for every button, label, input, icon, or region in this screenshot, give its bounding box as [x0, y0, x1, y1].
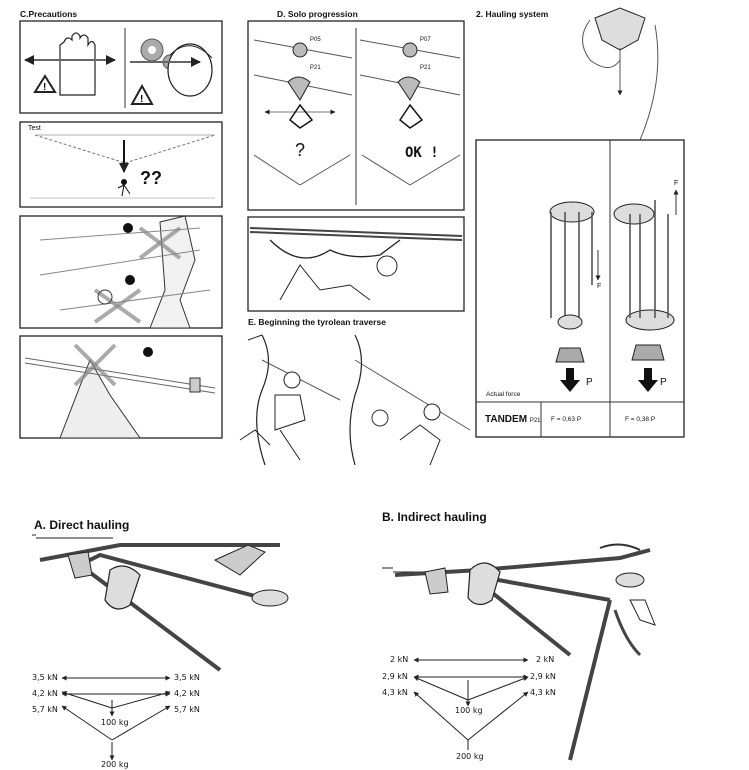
direct-force-r3: 5,7 kN [174, 705, 200, 714]
test-label: Test [28, 125, 41, 132]
load-p-left: P [586, 377, 593, 388]
svg-text:!: ! [43, 82, 46, 93]
indirect-mass-bottom: 200 kg [456, 752, 484, 761]
indirect-force-r1: 2 kN [536, 655, 555, 664]
precautions-panel-3 [19, 215, 223, 329]
direct-force-l2: 4,2 kN [32, 689, 58, 698]
indirect-hauling-title: B. Indirect hauling [382, 510, 487, 524]
question-marks: ?? [140, 168, 162, 188]
tandem-label: TANDEM P21 [485, 414, 541, 425]
hauling-system-title: 2. Hauling system [476, 9, 549, 19]
ok-label: OK ! [405, 145, 439, 161]
p21-label-right: P21 [420, 65, 431, 71]
solo-question-mark: ? [295, 140, 306, 160]
solo-panel-bottom [247, 216, 465, 312]
precautions-panel-2 [19, 121, 223, 208]
f-arrow-right: F [674, 180, 679, 187]
actual-force-label: Actual force [486, 391, 521, 398]
precautions-panel-4 [19, 335, 223, 439]
hauling-artwork [475, 7, 685, 438]
direct-hauling-artwork [32, 534, 289, 761]
precautions-title: C.Precautions [20, 9, 78, 19]
direct-force-r2: 4,2 kN [174, 689, 200, 698]
tyrolean-artwork [239, 334, 471, 466]
direct-mass-bottom: 200 kg [101, 760, 129, 769]
f-arrow-left: F [597, 283, 602, 290]
load-p-right: P [660, 377, 667, 388]
force-left: F = 0,63 P [551, 416, 582, 423]
p07-label: P07 [420, 37, 431, 43]
indirect-force-r3: 4,3 kN [530, 688, 556, 697]
svg-text:!: ! [140, 94, 143, 105]
indirect-hauling-artwork [382, 543, 656, 761]
p05-label: P05 [310, 37, 321, 43]
indirect-force-r2: 2,9 kN [530, 672, 556, 681]
tyrolean-title: E. Beginning the tyrolean traverse [248, 317, 386, 327]
force-right: F = 0,38 P [625, 416, 656, 423]
indirect-mass-mid: 100 kg [455, 706, 483, 715]
direct-mass-mid: 100 kg [101, 718, 129, 727]
p21-label-left: P21 [310, 65, 321, 71]
tandem-sub: P21 [529, 418, 541, 424]
direct-hauling-title: A. Direct hauling [34, 518, 130, 532]
direct-force-r1: 3,5 kN [174, 673, 200, 682]
direct-force-l1: 3,5 kN [32, 673, 58, 682]
indirect-force-l2: 2,9 kN [382, 672, 408, 681]
indirect-force-l3: 4,3 kN [382, 688, 408, 697]
solo-progression-title: D. Solo progression [277, 9, 358, 19]
solo-panel-top [247, 20, 465, 211]
tandem-name: TANDEM [485, 414, 528, 425]
indirect-force-l1: 2 kN [390, 655, 409, 664]
precautions-panel-1: ! ! [19, 20, 223, 114]
direct-force-l3: 5,7 kN [32, 705, 58, 714]
